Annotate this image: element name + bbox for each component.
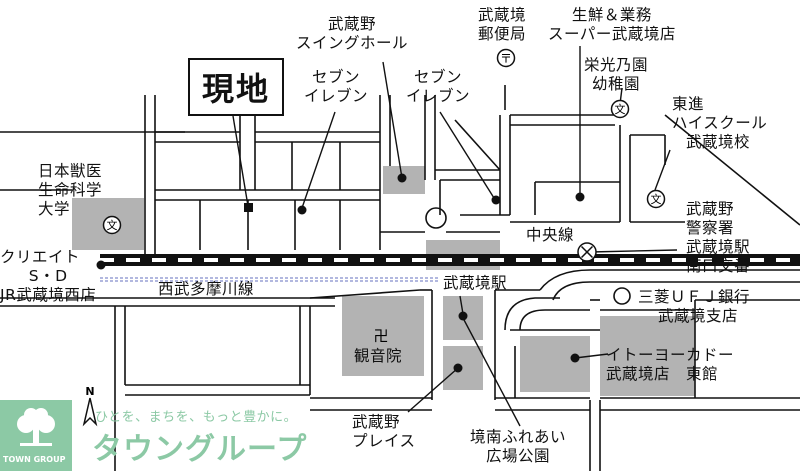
- label-line: JR武蔵境西店: [0, 286, 97, 304]
- label-line: 栄光乃園: [584, 56, 649, 74]
- brand-tagline: ひとを、まちを、もっと豊かに。: [95, 410, 298, 425]
- label-line: 武蔵野: [328, 15, 377, 33]
- site-marker-label: 現地: [188, 58, 284, 116]
- label-seven-eleven-1: セブン イレブン: [304, 68, 368, 106]
- svg-text:卍: 卍: [373, 327, 388, 344]
- label-mufg: 三菱ＵＦＪ銀行 武蔵境支店: [638, 288, 750, 326]
- leader-lines: [232, 46, 678, 427]
- toshin-school-icon: 文: [646, 189, 666, 209]
- brand-small-label: TOWN GROUP: [3, 455, 66, 464]
- label-line: 武蔵野: [686, 200, 735, 218]
- label-line: 東進: [672, 95, 705, 113]
- label-line: 南口交番: [686, 257, 751, 275]
- svg-text:文: 文: [615, 102, 626, 116]
- label-line: 武蔵境: [478, 6, 527, 24]
- label-fureai-park: 境南ふれあい 広場公園: [470, 428, 566, 466]
- label-musashino-swing-hall: 武蔵野 スイングホール: [296, 15, 408, 53]
- label-line: 警察署: [686, 219, 735, 237]
- brand-logo-block: [0, 400, 72, 471]
- svg-text:〒: 〒: [500, 52, 512, 66]
- svg-text:文: 文: [107, 218, 118, 232]
- poi-dots: [244, 173, 585, 373]
- kindergarten-school-icon: 文: [610, 99, 630, 119]
- label-line: 武蔵境支店: [658, 307, 739, 325]
- label-line: 大学: [38, 200, 71, 218]
- label-line: S・D: [28, 267, 68, 285]
- site-square: [244, 203, 253, 212]
- label-line: イレブン: [304, 87, 369, 105]
- label-post-office: 武蔵境 郵便局: [478, 6, 526, 44]
- label-line: プレイス: [352, 432, 416, 450]
- label-line: 幼稚園: [592, 75, 641, 93]
- label-line: 広場公園: [486, 447, 551, 465]
- north-arrow-icon: N: [82, 385, 98, 427]
- svg-text:N: N: [85, 385, 94, 398]
- label-line: 境南ふれあい: [470, 428, 567, 446]
- label-chuo-line: 中央線: [526, 226, 575, 244]
- svg-text:文: 文: [651, 192, 662, 206]
- chuo-line-track: [100, 254, 800, 266]
- label-kannonin: 観音院: [354, 347, 403, 365]
- label-line: セブン: [414, 68, 463, 86]
- label-station: 武蔵境駅: [443, 274, 508, 292]
- brand-name: タウングループ: [92, 432, 308, 467]
- temple-icon: 卍: [373, 327, 388, 344]
- label-line: スイングホール: [296, 34, 409, 52]
- seibu-line: [100, 277, 440, 282]
- ito-yokado-west-block: [520, 336, 590, 392]
- road-lines: [0, 85, 800, 471]
- fureai-park-block: [443, 346, 483, 390]
- university-school-icon: 文: [102, 215, 122, 235]
- label-seibu-line: 西武多摩川線: [158, 280, 255, 298]
- label-line: 郵便局: [478, 25, 527, 43]
- label-line: イトーヨーカドー: [606, 346, 735, 364]
- label-seven-eleven-2: セブン イレブン: [406, 68, 470, 106]
- label-supermarket: 生鮮＆業務 スーパー武蔵境店: [548, 6, 676, 44]
- creito-dot-icon: [96, 260, 106, 270]
- label-line: クリエイト: [0, 248, 81, 266]
- label-toshin-school: 東進 ハイスクール 武蔵境校: [672, 95, 767, 152]
- post-office-icon: 〒: [496, 48, 516, 68]
- label-line: 生鮮＆業務: [571, 6, 652, 24]
- label-line: 武蔵境店 東館: [606, 365, 719, 383]
- label-police: 武蔵野 警察署 武蔵境駅 南口交番: [686, 200, 750, 276]
- label-line: イレブン: [406, 87, 471, 105]
- label-line: スーパー武蔵境店: [548, 25, 676, 43]
- tree-logo-icon: [17, 408, 55, 446]
- label-line: 日本獣医: [38, 162, 103, 180]
- label-creito: クリエイト S・D JR武蔵境西店: [0, 248, 96, 305]
- label-line: 武蔵境校: [686, 133, 751, 151]
- label-line: 三菱ＵＦＪ銀行: [638, 288, 751, 306]
- label-line: 生命科学: [38, 181, 103, 199]
- label-vet-university: 日本獣医 生命科学 大学: [38, 162, 102, 219]
- label-line: ハイスクール: [672, 114, 768, 132]
- ito-yokado-east-block: [600, 316, 695, 396]
- label-kindergarten: 栄光乃園 幼稚園: [584, 56, 648, 94]
- label-line: セブン: [312, 68, 361, 86]
- label-musashino-place: 武蔵野 プレイス: [352, 413, 416, 451]
- police-box-icon: [577, 242, 597, 262]
- kannonin-block: [342, 296, 424, 376]
- label-line: 武蔵野: [352, 413, 401, 431]
- label-ito-yokado: イトーヨーカドー 武蔵境店 東館: [606, 346, 734, 384]
- label-line: 武蔵境駅: [686, 238, 751, 256]
